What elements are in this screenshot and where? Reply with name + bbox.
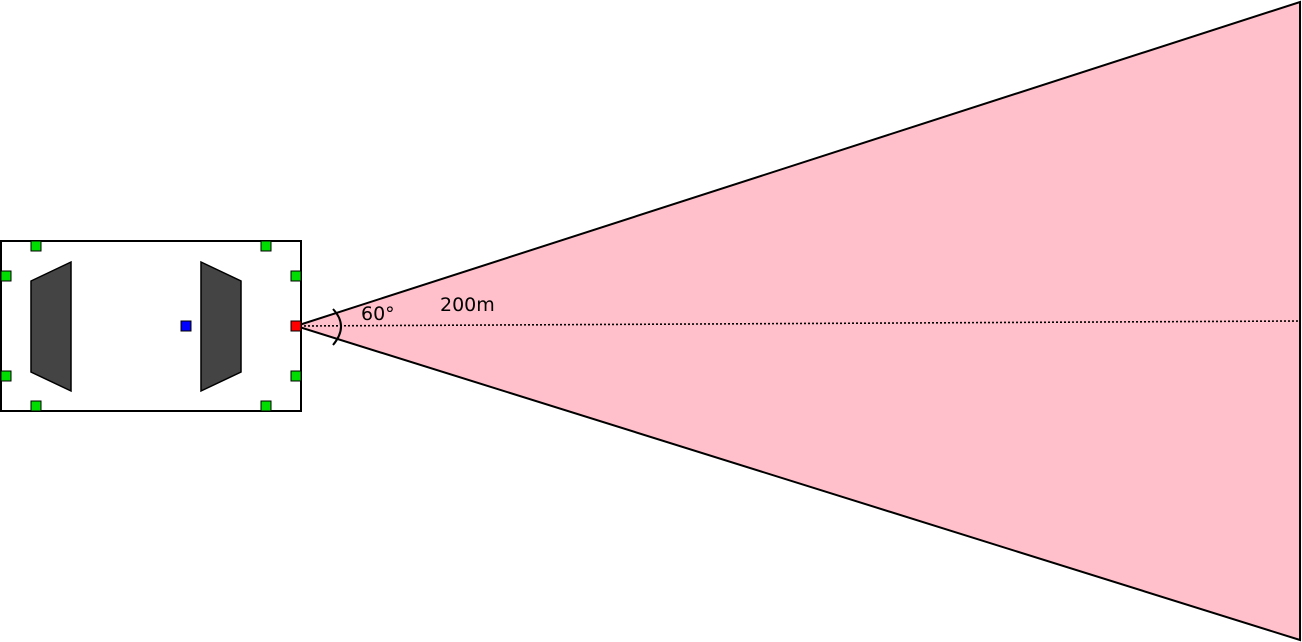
corner-sensor-rear-left-upper <box>0 270 12 282</box>
front-windshield <box>200 260 242 393</box>
corner-sensor-rear-left-lower <box>0 370 12 382</box>
front-sensor-marker <box>290 320 302 332</box>
rear-windshield <box>30 260 72 393</box>
corner-sensor-rear-bottom <box>30 400 42 412</box>
corner-sensor-front-right-upper <box>290 270 302 282</box>
angle-label: 60° <box>361 303 395 325</box>
vehicle-center-marker <box>180 320 192 332</box>
angle-arc <box>332 308 342 346</box>
car-top-view-icon <box>0 240 302 412</box>
range-label: 200m <box>440 294 495 316</box>
corner-sensor-front-bottom <box>260 400 272 412</box>
range-axis-line <box>295 320 1301 327</box>
corner-sensor-rear-top <box>30 240 42 252</box>
corner-sensor-front-right-lower <box>290 370 302 382</box>
corner-sensor-front-top <box>260 240 272 252</box>
